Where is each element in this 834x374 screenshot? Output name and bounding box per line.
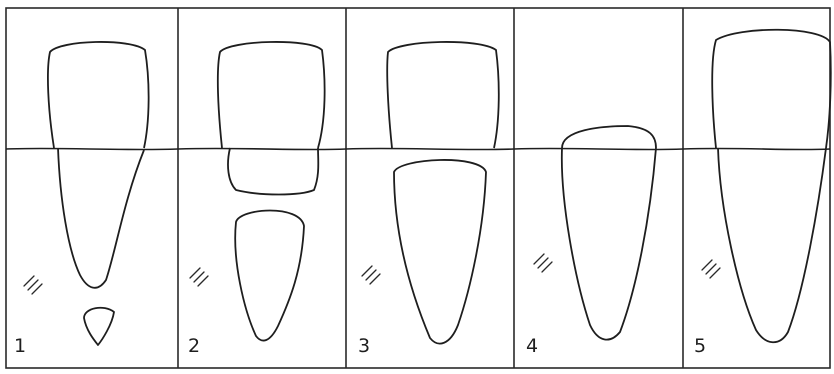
panel-3: 3 [358,42,499,357]
tooth-crown [218,42,325,148]
panel-label: 3 [358,335,370,357]
panel-2: 2 [188,42,325,357]
root-tip-fragment [84,308,114,345]
tooth-root [718,148,826,342]
tooth-root [562,148,656,340]
tooth-crown [712,30,831,148]
panel-label: 2 [188,335,200,357]
panel-label: 4 [526,335,538,357]
hatch-mark [702,260,720,278]
panel-label: 1 [14,335,26,357]
crown-fragment [228,148,318,195]
panel-label: 5 [694,335,706,357]
root-fragment [235,211,304,341]
hatch-mark [362,266,380,284]
hatch-mark [190,268,208,286]
gum-line [6,148,830,149]
panel-1: 1 [14,42,149,357]
tooth-crown [48,42,149,148]
tooth-crown [562,126,656,148]
panel-5: 5 [694,30,831,357]
hatch-mark [534,254,552,272]
tooth-crown [387,42,499,148]
outer-frame [6,8,830,368]
panel-4: 4 [526,126,656,357]
tooth-root [394,160,486,344]
tooth-root [58,148,144,288]
hatch-mark [24,276,42,294]
